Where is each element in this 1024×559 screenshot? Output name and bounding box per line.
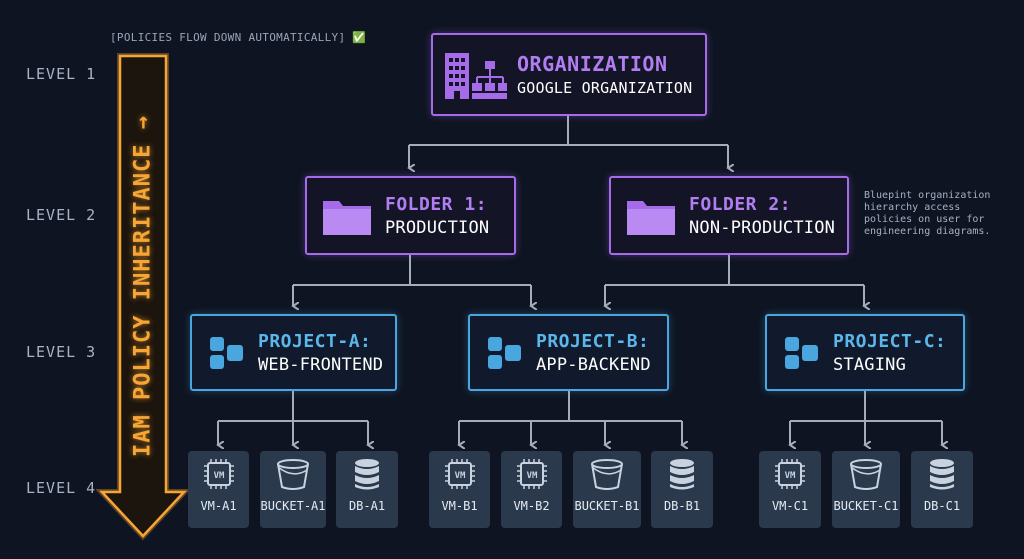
project-blocks-icon <box>210 336 243 369</box>
project-a-title: PROJECT-A: <box>258 330 372 352</box>
inheritance-arrow-icon <box>96 53 191 541</box>
project-a-node[interactable]: PROJECT-A: WEB-FRONTEND <box>190 314 397 391</box>
resource-label: VM-B2 <box>513 499 550 513</box>
resource-icon <box>925 457 959 495</box>
resource-icon: VM <box>773 457 807 495</box>
svg-text:VM: VM <box>526 471 537 481</box>
folder-production-node[interactable]: FOLDER 1: PRODUCTION <box>305 176 516 255</box>
resource-icon: VM <box>202 457 236 495</box>
level-3-label: LEVEL 3 <box>26 343 97 361</box>
resource-bucket-tile[interactable]: BUCKET-C1 <box>832 451 900 528</box>
resource-icon: VM <box>515 457 549 495</box>
svg-text:VM: VM <box>454 471 465 481</box>
database-icon <box>930 459 954 490</box>
resource-icon <box>665 457 699 495</box>
resource-label: BUCKET-B1 <box>574 499 640 513</box>
resource-db-tile[interactable]: DB-A1 <box>336 451 398 528</box>
resource-icon: VM <box>443 457 477 495</box>
resource-icon <box>588 457 626 495</box>
side-note: Bluepint organization hierarchy access p… <box>864 190 991 237</box>
folder-2-subtitle: NON-PRODUCTION <box>689 217 836 238</box>
vm-chip-icon: VM <box>203 459 234 489</box>
folder-icon <box>627 200 675 235</box>
folder-2-title: FOLDER 2: <box>689 193 792 215</box>
resource-label: DB-A1 <box>348 499 386 513</box>
organization-node[interactable]: ORGANIZATION GOOGLE ORGANIZATION <box>431 33 707 116</box>
resource-vm-tile[interactable]: VM VM-C1 <box>759 451 821 528</box>
database-icon <box>355 459 379 490</box>
policies-banner: [POLICIES FLOW DOWN AUTOMATICALLY] ✅ <box>110 31 367 44</box>
resource-icon <box>274 457 312 495</box>
resource-vm-tile[interactable]: VM VM-B1 <box>429 451 490 528</box>
vm-chip-icon: VM <box>516 459 547 489</box>
project-blocks-icon <box>785 336 818 369</box>
building-hierarchy-icon <box>445 52 507 99</box>
project-c-node[interactable]: PROJECT-C: STAGING <box>765 314 965 391</box>
folder-1-subtitle: PRODUCTION <box>385 217 490 238</box>
resource-label: BUCKET-A1 <box>260 499 326 513</box>
bucket-icon <box>850 459 882 490</box>
project-b-node[interactable]: PROJECT-B: APP-BACKEND <box>468 314 669 391</box>
level-2-label: LEVEL 2 <box>26 206 97 224</box>
folder-icon <box>323 200 371 235</box>
project-blocks-icon <box>488 336 521 369</box>
svg-text:VM: VM <box>785 471 796 481</box>
resource-vm-tile[interactable]: VM VM-B2 <box>501 451 562 528</box>
organization-title: ORGANIZATION <box>517 52 668 76</box>
resource-icon <box>350 457 384 495</box>
resource-icon <box>847 457 885 495</box>
level-4-label: LEVEL 4 <box>26 479 97 497</box>
project-c-title: PROJECT-C: <box>833 330 947 352</box>
resource-label: DB-B1 <box>663 499 701 513</box>
organization-subtitle: GOOGLE ORGANIZATION <box>517 79 693 97</box>
resource-db-tile[interactable]: DB-B1 <box>651 451 713 528</box>
resource-label: VM-C1 <box>771 499 809 513</box>
vm-chip-icon: VM <box>444 459 475 489</box>
resource-bucket-tile[interactable]: BUCKET-B1 <box>573 451 641 528</box>
svg-text:VM: VM <box>213 471 224 481</box>
resource-label: DB-C1 <box>923 499 961 513</box>
project-c-subtitle: STAGING <box>833 354 907 375</box>
bucket-icon <box>591 459 623 490</box>
project-b-title: PROJECT-B: <box>536 330 650 352</box>
resource-label: BUCKET-C1 <box>833 499 899 513</box>
vm-chip-icon: VM <box>775 459 805 489</box>
database-icon <box>670 459 694 490</box>
project-a-subtitle: WEB-FRONTEND <box>258 354 384 375</box>
bucket-icon <box>277 459 309 490</box>
resource-label: VM-B1 <box>441 499 478 513</box>
resource-db-tile[interactable]: DB-C1 <box>911 451 973 528</box>
project-b-subtitle: APP-BACKEND <box>536 354 651 375</box>
resource-bucket-tile[interactable]: BUCKET-A1 <box>260 451 326 528</box>
resource-label: VM-A1 <box>200 499 237 513</box>
level-1-label: LEVEL 1 <box>26 65 97 83</box>
resource-vm-tile[interactable]: VM VM-A1 <box>188 451 249 528</box>
folder-1-title: FOLDER 1: <box>385 193 488 215</box>
folder-non-production-node[interactable]: FOLDER 2: NON-PRODUCTION <box>609 176 849 255</box>
